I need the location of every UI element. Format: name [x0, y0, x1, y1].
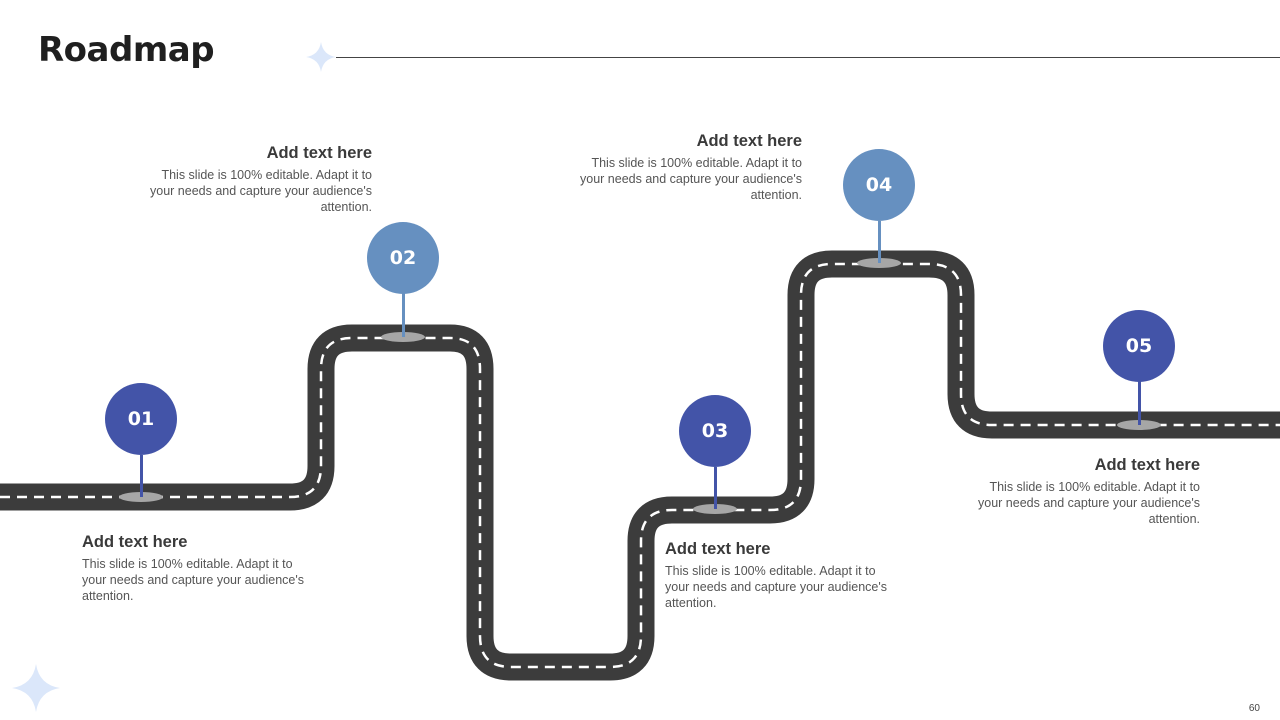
pin-stem: [713, 467, 717, 509]
title-divider: [336, 57, 1280, 58]
milestone-heading: Add text here: [266, 144, 372, 162]
milestone-number-04: 04: [843, 149, 915, 221]
milestone-heading: Add text here: [82, 533, 188, 551]
milestone-number-03: 03: [679, 395, 751, 467]
milestone-body: This slide is 100% editable. Adapt it to…: [150, 168, 372, 214]
page-number: 60: [1248, 703, 1260, 714]
milestone-text-03: Add text here This slide is 100% editabl…: [665, 540, 897, 611]
milestone-text-04: Add text here This slide is 100% editabl…: [570, 132, 802, 203]
milestone-number-02: 02: [367, 222, 439, 294]
pin-stem: [877, 221, 881, 263]
pin-base: [1117, 420, 1161, 430]
slide-title: Roadmap: [38, 30, 215, 70]
milestone-body: This slide is 100% editable. Adapt it to…: [580, 156, 802, 202]
milestone-body: This slide is 100% editable. Adapt it to…: [82, 557, 304, 603]
milestone-body: This slide is 100% editable. Adapt it to…: [978, 480, 1200, 526]
milestone-number-01: 01: [105, 383, 177, 455]
pin-base: [693, 504, 737, 514]
milestone-heading: Add text here: [665, 540, 771, 558]
milestone-text-02: Add text here This slide is 100% editabl…: [140, 144, 372, 215]
milestone-text-05: Add text here This slide is 100% editabl…: [968, 456, 1200, 527]
milestone-text-01: Add text here This slide is 100% editabl…: [82, 533, 314, 604]
milestone-number-05: 05: [1103, 310, 1175, 382]
milestone-heading: Add text here: [696, 132, 802, 150]
pin-base: [381, 332, 425, 342]
sparkle-icon: [12, 664, 60, 712]
milestone-body: This slide is 100% editable. Adapt it to…: [665, 564, 887, 610]
pin-base: [119, 492, 163, 502]
pin-stem: [401, 293, 405, 337]
sparkle-icon: [306, 42, 336, 72]
pin-stem: [1137, 381, 1141, 425]
milestone-heading: Add text here: [1094, 456, 1200, 474]
pin-base: [857, 258, 901, 268]
pin-stem: [139, 455, 143, 497]
